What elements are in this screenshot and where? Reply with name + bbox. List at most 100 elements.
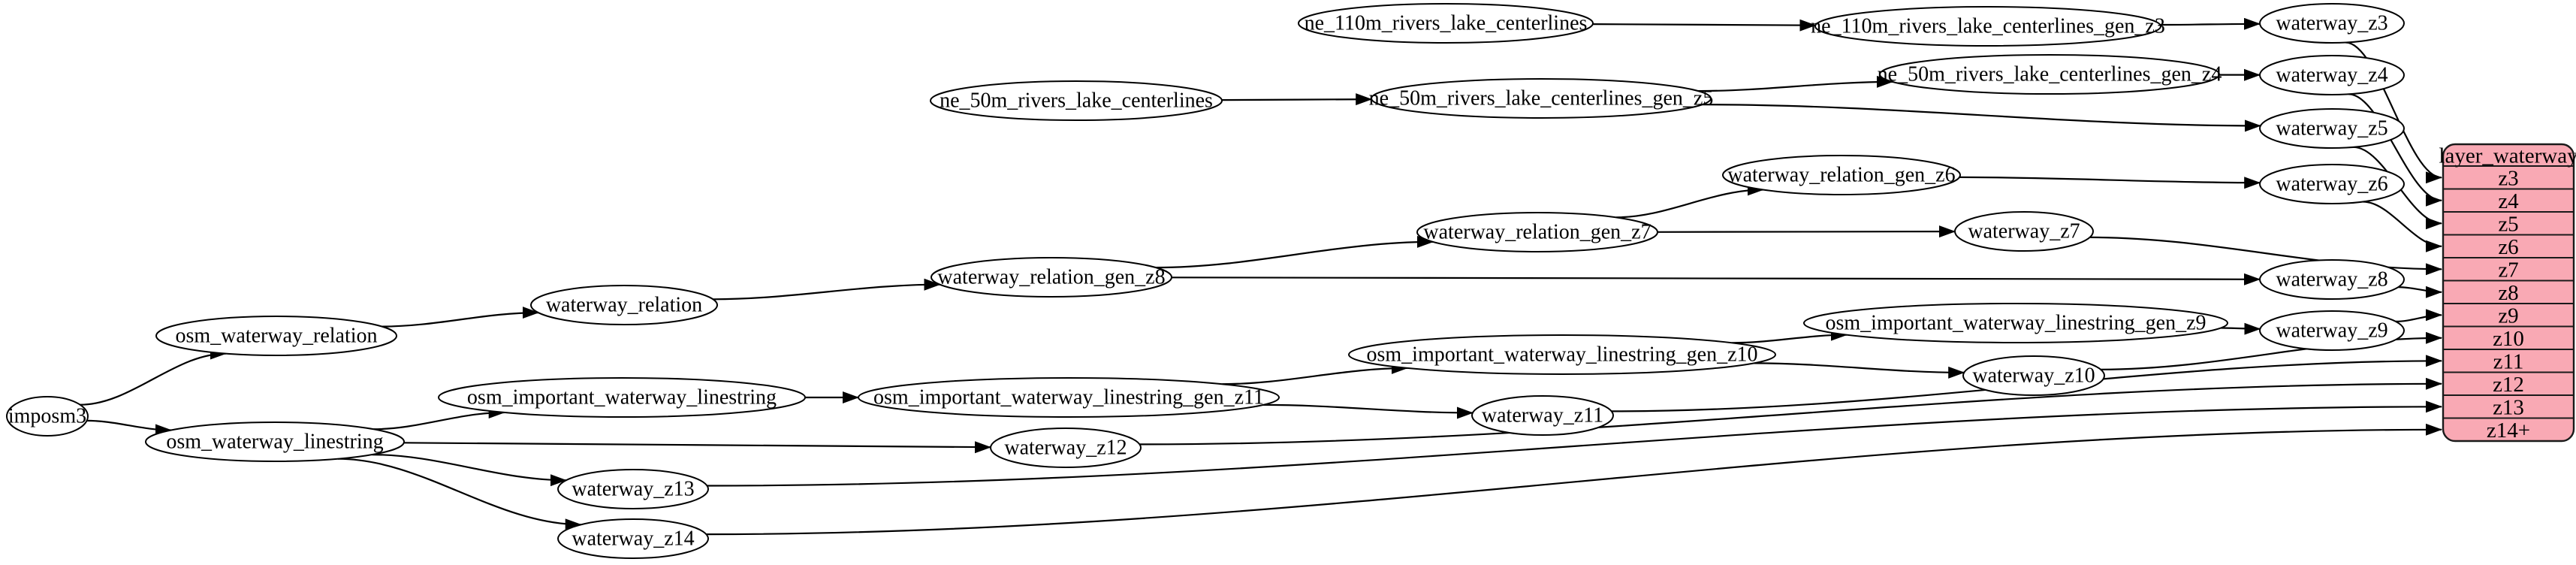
node-ellipse bbox=[6, 396, 89, 437]
node-ellipse bbox=[2259, 259, 2405, 300]
table-row-z10: z10 bbox=[2493, 327, 2524, 351]
node-label-waterway_z12: waterway_z12 bbox=[1004, 437, 1127, 460]
node-ne_50m_rivers_lake_centerlines_gen_z4: ne_50m_rivers_lake_centerlines_gen_z4 bbox=[1878, 54, 2222, 95]
table-row-z7: z7 bbox=[2498, 258, 2518, 282]
table-outline bbox=[2442, 143, 2575, 443]
node-label-waterway_z3: waterway_z3 bbox=[2276, 12, 2387, 35]
node-label-waterway_z5: waterway_z5 bbox=[2276, 117, 2387, 140]
node-label-waterway_relation: waterway_relation bbox=[546, 294, 702, 317]
node-osm_important_waterway_linestring_gen_z9: osm_important_waterway_linestring_gen_z9 bbox=[1803, 303, 2228, 343]
node-label-ne_110m_rivers_lake_centerlines_gen_z3: ne_110m_rivers_lake_centerlines_gen_z3 bbox=[1811, 15, 2165, 38]
node-waterway_z5: waterway_z5 bbox=[2259, 108, 2405, 149]
table-row-z6: z6 bbox=[2498, 235, 2518, 259]
node-waterway_z3: waterway_z3 bbox=[2259, 3, 2405, 44]
node-waterway_z8: waterway_z8 bbox=[2259, 259, 2405, 300]
edge-waterway_z7-to-layer_waterway-z7 bbox=[2089, 236, 2442, 276]
node-ellipse bbox=[557, 518, 709, 559]
node-ellipse bbox=[931, 257, 1172, 298]
node-ne_110m_rivers_lake_centerlines: ne_110m_rivers_lake_centerlines bbox=[1298, 3, 1594, 44]
edge-osm_waterway_linestring-to-waterway_z14 bbox=[337, 458, 582, 531]
node-ellipse bbox=[438, 377, 806, 418]
node-label-waterway_z11: waterway_z11 bbox=[1482, 404, 1603, 428]
table-row-z3: z3 bbox=[2498, 166, 2518, 190]
node-ne_50m_rivers_lake_centerlines_gen_z5: ne_50m_rivers_lake_centerlines_gen_z5 bbox=[1369, 78, 1714, 119]
node-ellipse bbox=[1348, 334, 1776, 375]
node-label-osm_important_waterway_linestring_gen_z9: osm_important_waterway_linestring_gen_z9 bbox=[1826, 312, 2206, 335]
edge-waterway_z8-to-layer_waterway-z8 bbox=[2398, 286, 2442, 298]
edge-ne_50m_rivers_lake_centerlines-to-ne_50m_rivers_lake_centerlines_gen_z5 bbox=[1221, 93, 1373, 106]
node-label-osm_waterway_relation: osm_waterway_relation bbox=[175, 325, 377, 348]
edge-waterway_relation-to-waterway_relation_gen_z8 bbox=[713, 278, 941, 301]
node-ellipse bbox=[2259, 55, 2405, 95]
node-ellipse bbox=[858, 377, 1280, 418]
node-label-waterway_z10: waterway_z10 bbox=[1972, 364, 2095, 388]
node-label-waterway_z6: waterway_z6 bbox=[2276, 173, 2387, 196]
edge-waterway_z9-to-layer_waterway-z9 bbox=[2395, 309, 2442, 322]
edge-waterway_z13-to-layer_waterway-z13 bbox=[707, 400, 2442, 487]
node-ellipse bbox=[2259, 3, 2405, 44]
edge-waterway_relation_gen_z7-to-waterway_z7 bbox=[1657, 225, 1956, 238]
table-layer_waterway: layer_waterwayz3z4z5z6z7z8z9z10z11z12z13… bbox=[2439, 143, 2576, 443]
node-ellipse bbox=[145, 421, 405, 462]
node-waterway_z14: waterway_z14 bbox=[557, 518, 709, 559]
table-row-z14+: z14+ bbox=[2487, 418, 2530, 443]
node-label-waterway_z7: waterway_z7 bbox=[1968, 220, 2080, 243]
node-waterway_z4: waterway_z4 bbox=[2259, 55, 2405, 95]
node-label-imposm3: imposm3 bbox=[8, 405, 86, 428]
edge-osm_waterway_linestring-to-waterway_z13 bbox=[372, 454, 567, 487]
node-ellipse bbox=[1298, 3, 1594, 44]
edge-waterway_relation_gen_z8-to-waterway_z8 bbox=[1171, 273, 2261, 286]
node-ellipse bbox=[1879, 54, 2220, 95]
node-waterway_z10: waterway_z10 bbox=[1962, 355, 2105, 396]
edge-ne_50m_rivers_lake_centerlines_gen_z5-to-waterway_z5 bbox=[1702, 104, 2261, 132]
node-ellipse bbox=[1416, 212, 1658, 252]
edge-waterway_z14-to-layer_waterway-z14+ bbox=[706, 423, 2442, 536]
nodes-layer: imposm3 osm_waterway_relation osm_waterway… bbox=[6, 3, 2405, 559]
node-ellipse bbox=[2259, 108, 2405, 149]
edge-waterway_z12-to-layer_waterway-z12 bbox=[1139, 377, 2442, 446]
node-ellipse bbox=[2259, 310, 2405, 351]
edge-imposm3-to-osm_waterway_relation bbox=[80, 347, 227, 406]
table-title: layer_waterway bbox=[2439, 144, 2576, 168]
node-ellipse bbox=[2259, 164, 2405, 204]
node-label-osm_waterway_linestring: osm_waterway_linestring bbox=[166, 431, 383, 454]
node-waterway_relation_gen_z6: waterway_relation_gen_z6 bbox=[1722, 155, 1961, 195]
edge-waterway_relation_gen_z7-to-waterway_relation_gen_z6 bbox=[1615, 183, 1764, 219]
edge-waterway_relation_gen_z6-to-waterway_z6 bbox=[1959, 176, 2261, 189]
edge-osm_waterway_linestring-to-osm_important_waterway_linestring bbox=[373, 406, 505, 431]
edge-waterway_z3-to-layer_waterway-z3 bbox=[2345, 41, 2442, 184]
node-osm_important_waterway_linestring_gen_z11: osm_important_waterway_linestring_gen_z1… bbox=[858, 377, 1280, 418]
node-label-waterway_z4: waterway_z4 bbox=[2276, 64, 2387, 87]
node-ellipse bbox=[1371, 78, 1712, 119]
node-ellipse bbox=[1471, 395, 1614, 436]
edges-layer bbox=[80, 17, 2442, 536]
edge-osm_waterway_linestring-to-waterway_z12 bbox=[403, 441, 991, 454]
node-waterway_z11: waterway_z11 bbox=[1471, 395, 1614, 436]
edge-waterway_relation_gen_z8-to-waterway_relation_gen_z7 bbox=[1155, 235, 1434, 269]
node-label-waterway_z14: waterway_z14 bbox=[572, 527, 694, 551]
node-osm_important_waterway_linestring: osm_important_waterway_linestring bbox=[438, 377, 806, 418]
edge-osm_important_waterway_linestring_gen_z11-to-waterway_z11 bbox=[1263, 403, 1474, 419]
edge-osm_important_waterway_linestring_gen_z11-to-osm_important_waterway_linestring_gen_z10 bbox=[1222, 361, 1408, 385]
table-row-z5: z5 bbox=[2498, 212, 2518, 236]
edge-imposm3-to-osm_waterway_linestring bbox=[86, 419, 172, 437]
node-ellipse bbox=[1722, 155, 1961, 195]
edge-osm_important_waterway_linestring_gen_z10-to-waterway_z10 bbox=[1754, 362, 1965, 379]
node-label-ne_50m_rivers_lake_centerlines: ne_50m_rivers_lake_centerlines bbox=[940, 89, 1213, 113]
edge-ne_50m_rivers_lake_centerlines_gen_z5-to-ne_50m_rivers_lake_centerlines_gen_z4 bbox=[1697, 75, 1893, 92]
table-row-z8: z8 bbox=[2498, 281, 2518, 305]
node-ellipse bbox=[930, 80, 1223, 121]
node-label-ne_50m_rivers_lake_centerlines_gen_z5: ne_50m_rivers_lake_centerlines_gen_z5 bbox=[1369, 87, 1714, 110]
node-waterway_z13: waterway_z13 bbox=[557, 469, 709, 509]
node-waterway_relation: waterway_relation bbox=[530, 285, 718, 325]
node-label-osm_important_waterway_linestring_gen_z10: osm_important_waterway_linestring_gen_z1… bbox=[1367, 343, 1758, 367]
node-label-waterway_relation_gen_z7: waterway_relation_gen_z7 bbox=[1423, 221, 1651, 244]
edge-osm_waterway_relation-to-waterway_relation bbox=[382, 307, 539, 328]
node-waterway_z7: waterway_z7 bbox=[1954, 211, 2094, 252]
node-ellipse bbox=[1803, 303, 2228, 343]
node-osm_waterway_relation: osm_waterway_relation bbox=[155, 316, 397, 356]
node-ellipse bbox=[1962, 355, 2105, 396]
node-label-osm_important_waterway_linestring: osm_important_waterway_linestring bbox=[467, 386, 777, 409]
